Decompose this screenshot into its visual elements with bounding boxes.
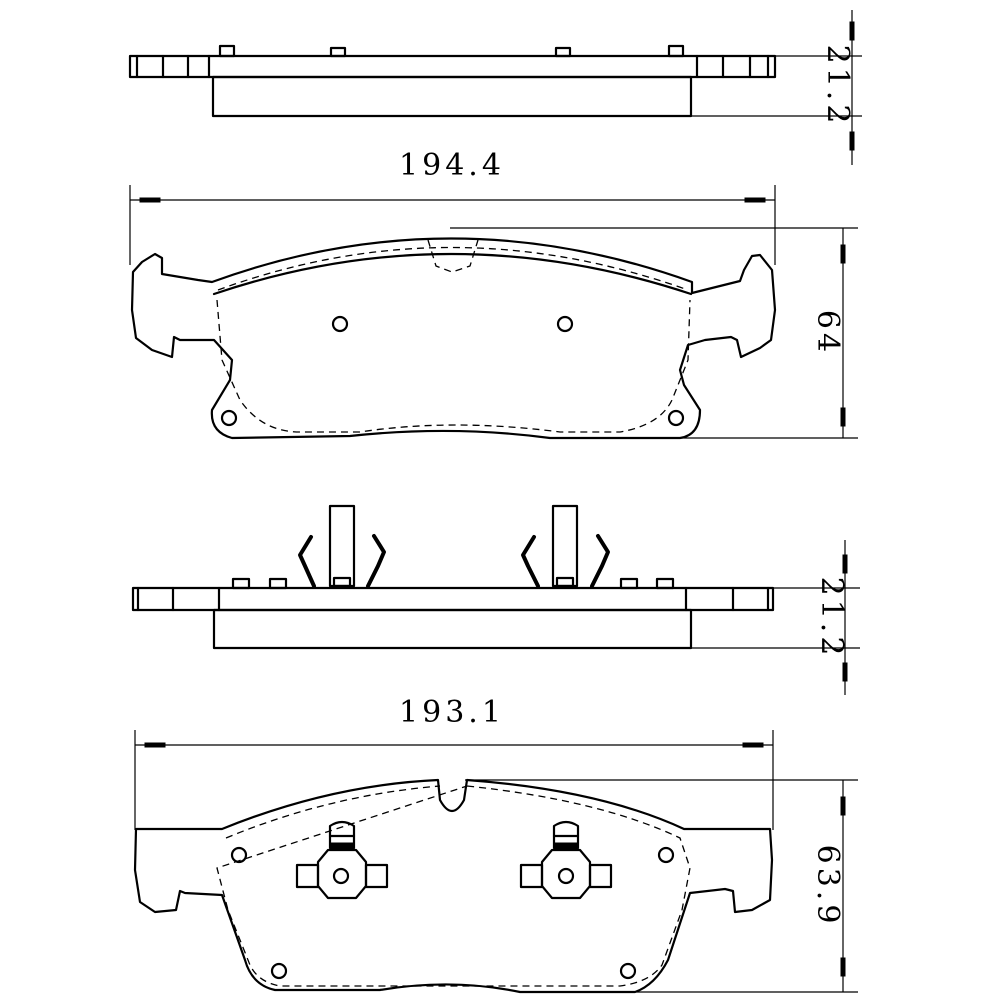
pad-1-width-label: 194.4 [399, 148, 505, 183]
mounting-hole [667, 409, 685, 427]
sensor-post [328, 504, 356, 588]
mounting-hole [619, 962, 637, 980]
pad-2-front-view: 193.1 63.9 [133, 695, 858, 994]
sensor-clip-left [295, 820, 389, 900]
pad-2-height-label: 63.9 [810, 845, 845, 928]
backing-plate-outline [130, 237, 777, 440]
mounting-hole [220, 409, 238, 427]
pad-2-side-view: 21.2 [131, 504, 860, 695]
backing-plate [128, 54, 777, 79]
pad-2-width-label: 193.1 [399, 695, 505, 730]
sensor-post [551, 504, 579, 588]
backing-plate-outline [133, 778, 774, 994]
shim-hole [230, 846, 248, 864]
pad-1-height-label: 64 [810, 310, 845, 356]
pad-1-thickness-label: 21.2 [820, 45, 855, 128]
shim-hole [657, 846, 675, 864]
shim-hole [556, 315, 574, 333]
mounting-hole [270, 962, 288, 980]
pad-1-side-view: 21.2 [128, 10, 862, 165]
pad-1-front-view: 194.4 64 [129, 148, 858, 440]
friction-material [211, 75, 693, 118]
backing-plate [131, 586, 775, 612]
pad-2-thickness-label: 21.2 [814, 577, 849, 660]
shim-hole [331, 315, 349, 333]
friction-material [212, 608, 693, 650]
sensor-clip-right [519, 820, 613, 900]
